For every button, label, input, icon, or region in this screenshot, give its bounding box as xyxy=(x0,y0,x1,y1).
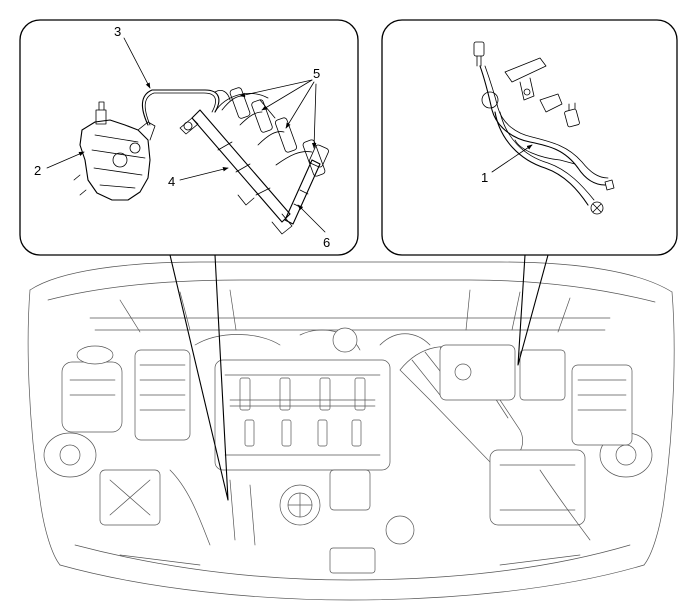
leader-2 xyxy=(46,151,85,169)
fuel-line-assembly xyxy=(473,41,615,215)
engine-bay-illustration xyxy=(27,261,675,601)
leader-3 xyxy=(123,37,151,89)
injectors xyxy=(214,87,326,177)
high-pressure-fuel-line xyxy=(141,89,220,126)
leader-5b xyxy=(261,79,313,111)
leader-5c xyxy=(285,81,315,129)
leader-6 xyxy=(297,204,326,233)
callout-4: 4 xyxy=(168,174,175,189)
callout-6: 6 xyxy=(323,235,330,250)
callout-1: 1 xyxy=(481,170,488,185)
callout-3: 3 xyxy=(114,24,121,39)
left-detail-callout: 2 3 4 5 6 xyxy=(19,19,359,501)
leader-4 xyxy=(179,167,229,181)
leader-1 xyxy=(491,144,533,173)
leader-5a xyxy=(239,79,313,98)
callout-5: 5 xyxy=(313,66,320,81)
fuel-pressure-sensor xyxy=(284,144,329,225)
right-detail-callout: 1 xyxy=(381,19,678,366)
high-pressure-pump xyxy=(73,101,156,201)
leader-5d xyxy=(311,83,317,149)
common-rail xyxy=(179,109,293,235)
callout-2: 2 xyxy=(34,163,41,178)
